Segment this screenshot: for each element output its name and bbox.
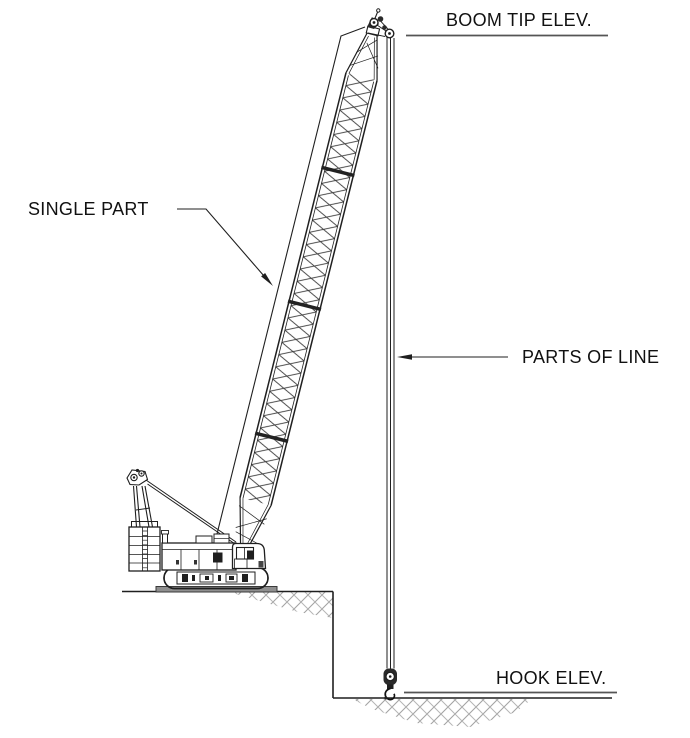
single-part-line: [213, 26, 366, 547]
operator-cab: [231, 542, 267, 570]
label-boom-tip-elevation: BOOM TIP ELEV.: [446, 10, 592, 30]
hook-block: [383, 668, 397, 701]
boom-tip-sheaves: [367, 8, 395, 39]
crawler-track: [163, 566, 269, 590]
leader-single-part: [177, 208, 273, 286]
leader-parts-of-line: [397, 354, 508, 360]
ground-and-excavation: [122, 590, 612, 727]
arrowhead: [397, 354, 412, 360]
deck-hatch: [213, 552, 223, 563]
label-hook-elevation: HOOK ELEV.: [496, 668, 607, 688]
boom-splice: [287, 299, 322, 312]
boom-splice: [320, 165, 355, 178]
soil-hatch-upper: [228, 592, 333, 618]
crane-body: [161, 530, 237, 571]
soil-hatch-lower: [352, 699, 532, 727]
parts-of-line-ropes: [386, 37, 395, 669]
arrowhead: [261, 273, 273, 286]
boom-splice: [254, 431, 289, 444]
lattice-boom: [235, 25, 381, 553]
exhaust-stack: [162, 533, 168, 544]
label-parts-of-line: PARTS OF LINE: [522, 347, 660, 367]
label-single-part: SINGLE PART: [28, 199, 149, 219]
gantry: [126, 468, 154, 528]
cab-door: [234, 558, 248, 569]
hook: [384, 687, 396, 701]
counterweight: [128, 521, 161, 572]
